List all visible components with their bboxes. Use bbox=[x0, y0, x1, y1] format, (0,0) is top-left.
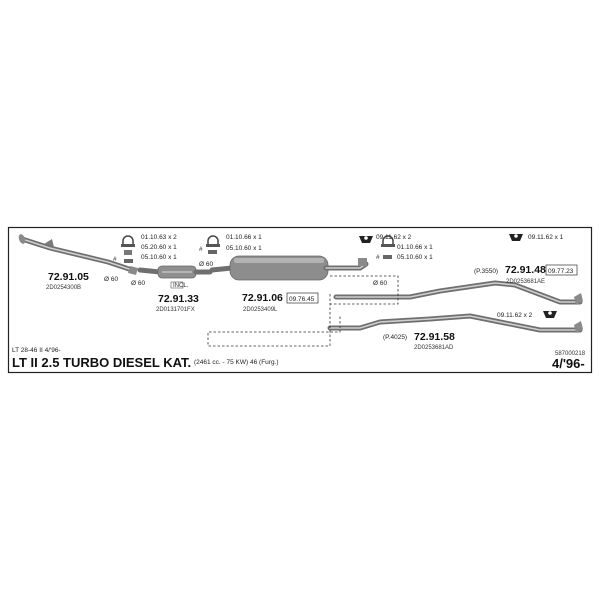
connection-dash-lower bbox=[207, 294, 341, 347]
tail-pipe-48-drawing bbox=[333, 280, 583, 305]
fitting-label: 05.20.60 x 1 bbox=[141, 244, 177, 251]
front-pipe-drawing bbox=[18, 234, 138, 275]
tail-pipe-58-drawing bbox=[327, 313, 583, 333]
diameter-label: Ø 60 bbox=[199, 261, 213, 268]
length-label: (P.3550) bbox=[474, 268, 498, 275]
part-code: 2D0254300B bbox=[46, 285, 81, 291]
diameter-label: Ø 60 bbox=[373, 280, 387, 287]
engine-spec: (2461 cc. - 75 KW) 46 (Furg.) bbox=[194, 359, 279, 366]
bolt-icon bbox=[383, 255, 392, 259]
hash-mark: # bbox=[199, 246, 203, 253]
fitting-label: 05.10.60 x 1 bbox=[226, 245, 262, 252]
catalytic-converter-drawing bbox=[137, 265, 213, 289]
incl-tag: INCL. bbox=[173, 283, 189, 289]
price-code: 09.76.45 bbox=[289, 296, 315, 303]
fitting-label: 05.10.60 x 1 bbox=[397, 254, 433, 261]
gasket-icon bbox=[124, 250, 132, 255]
clamp-icon bbox=[121, 235, 135, 247]
part-number: 72.91.33 bbox=[158, 293, 199, 305]
fitting-label: 01.10.66 x 1 bbox=[226, 234, 262, 241]
fitting-label: 01.10.66 x 1 bbox=[397, 244, 433, 251]
drawing-number: 587000218 bbox=[555, 351, 586, 357]
diameter-label: Ø 60 bbox=[104, 276, 118, 283]
model-line: LT 28-46 II 4/'96- bbox=[12, 347, 61, 354]
rubber-hanger-icon bbox=[543, 311, 557, 318]
bolt-icon bbox=[124, 259, 133, 263]
part-number: 72.91.06 bbox=[242, 292, 283, 304]
bolt-icon bbox=[208, 250, 217, 254]
diagram-title: LT II 2.5 TURBO DIESEL KAT. bbox=[12, 355, 191, 370]
price-code: 09.77.23 bbox=[548, 268, 574, 275]
rubber-hanger-icon bbox=[359, 236, 373, 243]
date-badge: 4/'96- bbox=[552, 356, 585, 371]
part-number: 72.91.05 bbox=[48, 271, 89, 283]
fitting-label: 09.11.62 x 1 bbox=[528, 234, 564, 241]
hash-mark: # bbox=[113, 256, 117, 263]
rubber-hanger-icon bbox=[509, 234, 523, 241]
connection-dash-upper bbox=[330, 275, 399, 305]
length-label: (P.4025) bbox=[383, 334, 407, 341]
part-code: 2D0253681AE bbox=[506, 279, 545, 285]
part-code: 2D0253409L bbox=[243, 307, 278, 313]
diameter-label: Ø 60 bbox=[131, 280, 145, 287]
part-number: 72.91.48 bbox=[505, 264, 546, 276]
fitting-label: 09.11.62 x 2 bbox=[497, 312, 533, 319]
middle-silencer-drawing bbox=[209, 255, 369, 281]
part-code: 2D0131701FX bbox=[156, 307, 195, 313]
hash-mark: # bbox=[376, 254, 380, 261]
clamp-icon bbox=[206, 235, 220, 247]
clamp-icon bbox=[381, 235, 395, 247]
fitting-label: 09.11.62 x 2 bbox=[376, 234, 412, 241]
part-number: 72.91.58 bbox=[414, 331, 455, 343]
part-code: 2D0253681AD bbox=[414, 345, 454, 351]
fitting-label: 01.10.63 x 2 bbox=[141, 234, 177, 241]
fitting-label: 05.10.60 x 1 bbox=[141, 254, 177, 261]
